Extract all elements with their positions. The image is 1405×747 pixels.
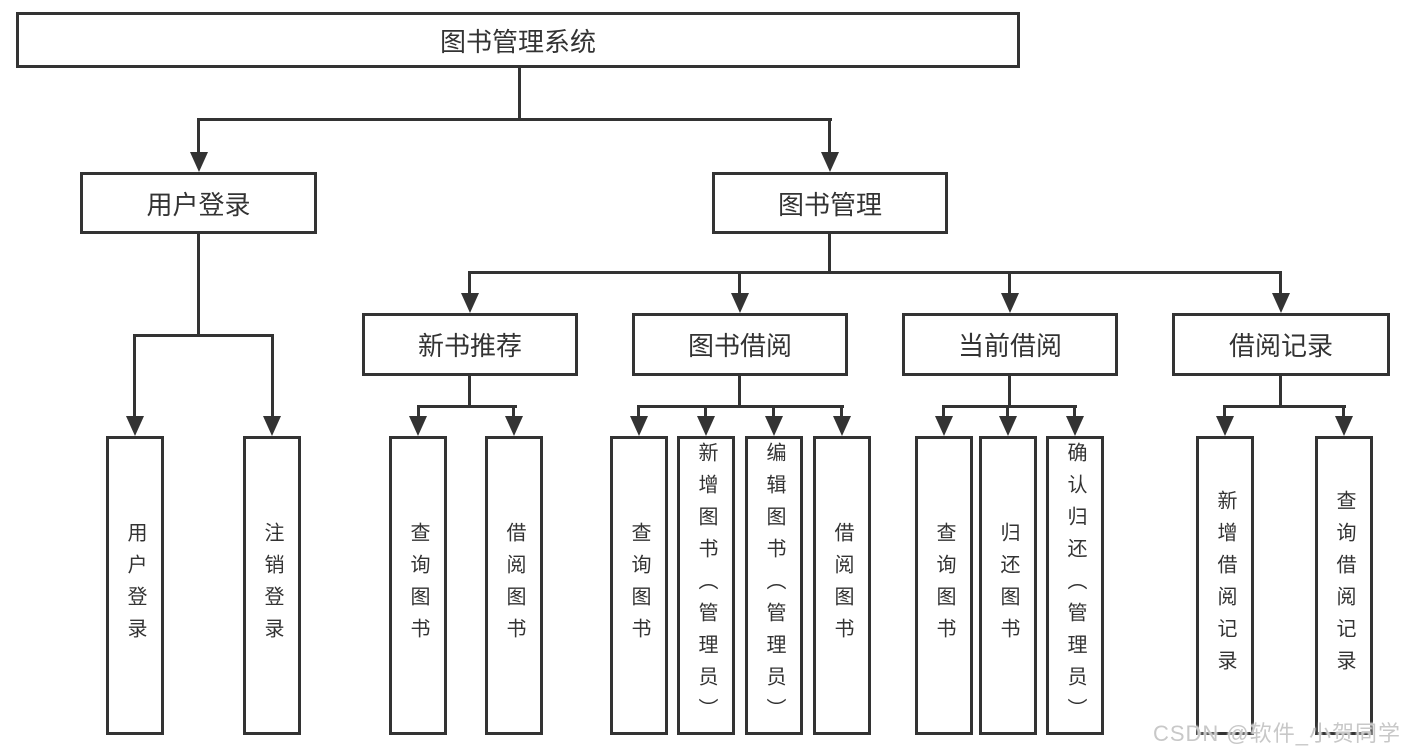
arrowhead-down [1066,416,1084,436]
connector-line [1279,376,1282,408]
connector-line [468,271,471,295]
node-current-borrowing: 当前借阅 [902,313,1118,376]
node-new-book-recommend: 新书推荐 [362,313,578,376]
leaf-newbook-query-books: 查询图书 [389,436,447,735]
connector-line [1279,271,1282,295]
leaf-label: 新增图书（管理员） [695,441,717,730]
leaf-label: 查询借阅记录 [1333,489,1355,682]
leaf-borrowing-add-books-admin: 新增图书（管理员） [677,436,735,735]
connector-line [197,118,200,154]
connector-line [417,405,517,408]
connector-line [772,405,775,418]
leaf-label: 归还图书 [997,521,1019,650]
connector-line [637,405,844,408]
connector-line [417,405,420,418]
connector-line [133,334,274,337]
leaf-label: 注销登录 [261,521,283,650]
connector-line [1008,271,1011,295]
arrowhead-down [1335,416,1353,436]
arrowhead-down [126,416,144,436]
node-book-borrowing: 图书借阅 [632,313,848,376]
connector-line [271,334,274,416]
arrowhead-down [409,416,427,436]
leaf-logout: 注销登录 [243,436,301,735]
leaf-borrowing-edit-books-admin: 编辑图书（管理员） [745,436,803,735]
arrowhead-down [1272,293,1290,313]
arrowhead-down [697,416,715,436]
connector-line [1223,405,1226,418]
leaf-borrowing-borrow-books: 借阅图书 [813,436,871,735]
node-label: 用户登录 [146,189,251,220]
connector-line [197,118,832,121]
arrowhead-down [263,416,281,436]
leaf-label: 查询图书 [407,521,429,650]
node-book-management: 图书管理 [712,172,948,234]
leaf-newbook-borrow-books: 借阅图书 [485,436,543,735]
leaf-user-login: 用户登录 [106,436,164,735]
connector-line [942,405,945,418]
leaf-label: 确认归还（管理员） [1064,441,1086,730]
leaf-label: 查询图书 [628,521,650,650]
connector-line [1223,405,1346,408]
leaf-label: 新增借阅记录 [1214,489,1236,682]
connector-line [828,234,831,274]
arrowhead-down [190,152,208,172]
node-label: 当前借阅 [957,331,1062,361]
leaf-current-return-books: 归还图书 [979,436,1037,735]
node-root: 图书管理系统 [16,12,1020,68]
connector-line [518,68,521,121]
leaf-label: 查询图书 [933,521,955,650]
connector-line [468,271,1282,274]
node-label: 图书管理 [777,189,882,220]
leaf-label: 借阅图书 [831,521,853,650]
connector-line [942,405,1077,408]
node-label: 新书推荐 [417,331,522,361]
arrowhead-down [765,416,783,436]
connector-line [738,271,741,295]
connector-line [197,234,200,337]
arrowhead-down [731,293,749,313]
connector-line [1342,405,1345,418]
arrowhead-down [505,416,523,436]
leaf-label: 编辑图书（管理员） [763,441,785,730]
connector-line [637,405,640,418]
arrowhead-down [630,416,648,436]
connector-line [468,376,471,408]
arrowhead-down [833,416,851,436]
leaf-current-confirm-return-admin: 确认归还（管理员） [1046,436,1104,735]
connector-line [840,405,843,418]
leaf-records-add-record: 新增借阅记录 [1196,436,1254,735]
leaf-records-query-record: 查询借阅记录 [1315,436,1373,735]
arrowhead-down [1216,416,1234,436]
connector-line [1008,376,1011,408]
leaf-label: 用户登录 [124,521,146,650]
connector-line [704,405,707,418]
csdn-watermark: CSDN @软件_小贺同学 [1152,721,1401,746]
connector-line [512,405,515,418]
connector-line [1006,405,1009,418]
node-borrowing-records: 借阅记录 [1172,313,1390,376]
arrowhead-down [821,152,839,172]
node-root-label: 图书管理系统 [439,26,596,57]
arrowhead-down [999,416,1017,436]
leaf-borrowing-query-books: 查询图书 [610,436,668,735]
connector-line [738,376,741,408]
node-user-login: 用户登录 [80,172,317,234]
arrowhead-down [1001,293,1019,313]
connector-line [828,118,831,154]
node-label: 借阅记录 [1228,331,1333,361]
arrowhead-down [461,293,479,313]
connector-line [1073,405,1076,418]
connector-line [133,334,136,416]
leaf-current-query-books: 查询图书 [915,436,973,735]
arrowhead-down [935,416,953,436]
leaf-label: 借阅图书 [503,521,525,650]
node-label: 图书借阅 [687,331,792,361]
